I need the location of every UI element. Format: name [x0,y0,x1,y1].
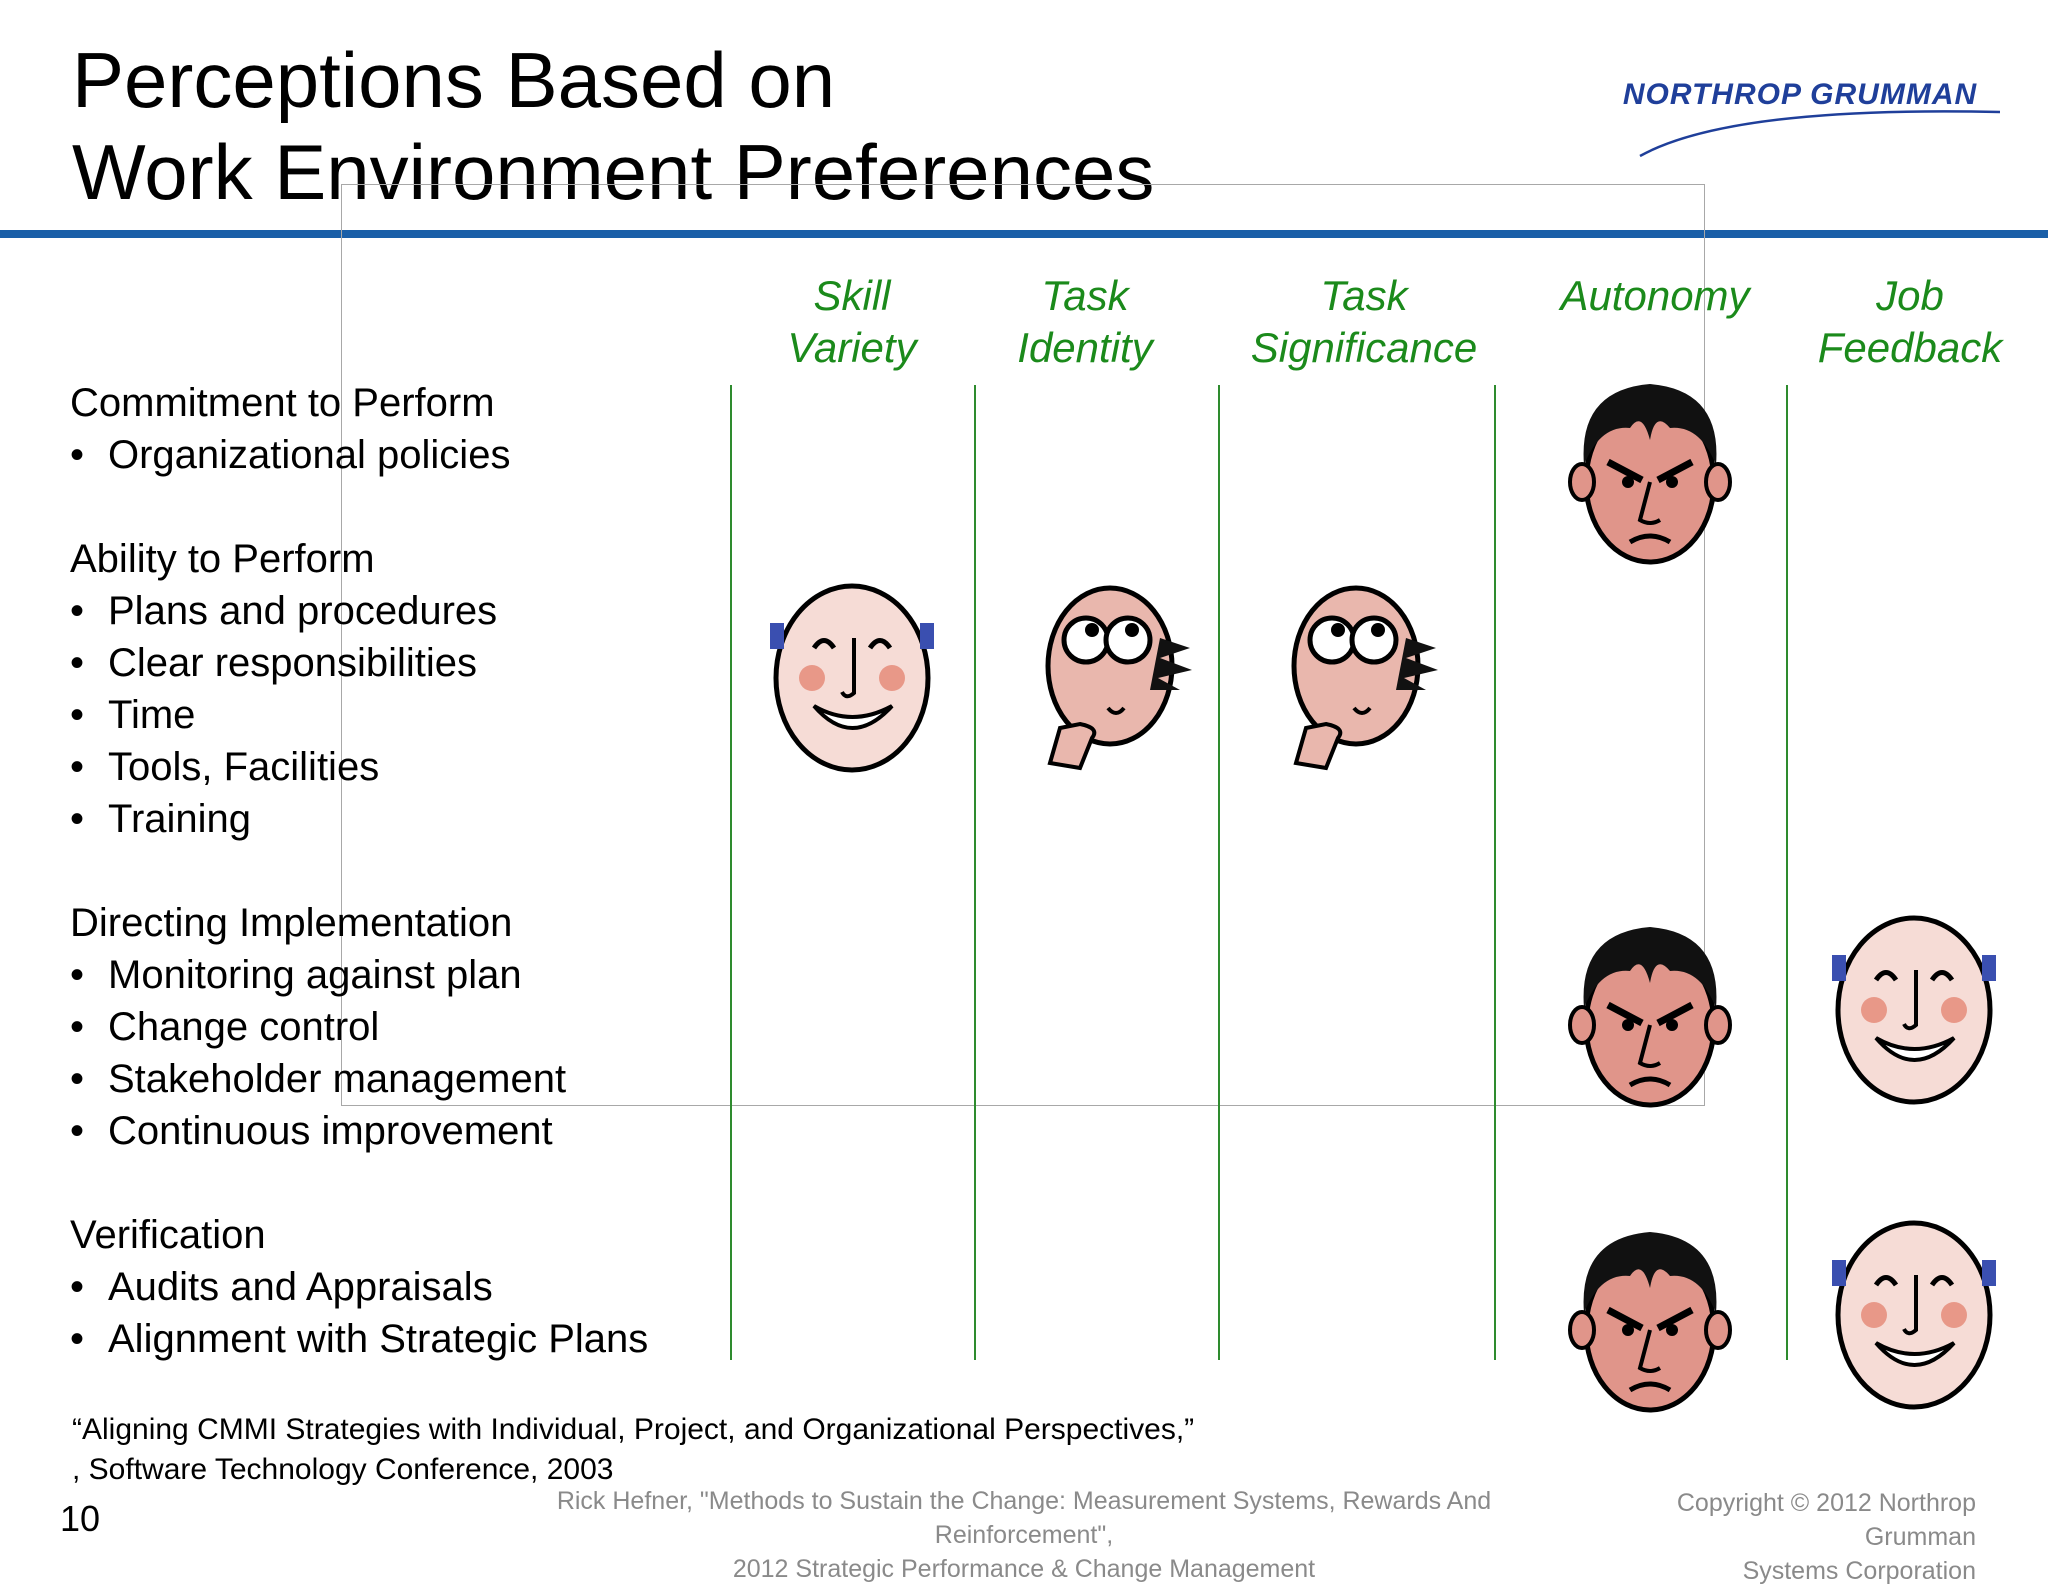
page-title-line-2: Work Environment Preferences [72,128,1155,216]
puzzled-face-icon [1291,585,1438,771]
list-item: Organizational policies [70,429,510,481]
column-header-autonomy: Autonomy [1560,272,1750,319]
angry-face-icon [1568,927,1732,1108]
bullet-list: Plans and procedures Clear responsibilit… [70,585,497,845]
list-item: Continuous improvement [70,1105,566,1157]
page-number: 10 [60,1498,101,1539]
logo-swoosh-icon [1639,110,2000,158]
list-item: Stakeholder management [70,1053,566,1105]
footer-source: Rick Hefner, "Methods to Sustain the Cha… [556,1487,1492,1583]
logo-wordmark: NORTHROP GRUMMAN [1622,78,1978,111]
list-item: Monitoring against plan [70,949,566,1001]
section-heading: Commitment to Perform [70,381,495,425]
section-heading: Verification [70,1213,266,1257]
section-heading: Directing Implementation [70,901,513,945]
bullet-list: Organizational policies [70,429,510,481]
title-divider [0,230,2048,238]
column-divider [1786,385,1788,1360]
citation-line-2: , Software Technology Conference, 2003 [72,1453,614,1486]
citation-line-1: “Aligning CMMI Strategies with Individua… [72,1413,1195,1446]
bullet-list: Audits and Appraisals Alignment with Str… [70,1261,648,1365]
column-header-task-significance: Task Significance [1250,272,1478,371]
happy-face-icon [1832,915,1996,1105]
happy-face-icon [770,583,934,773]
column-header-job-feedback: Job Feedback [1817,272,2003,371]
column-divider [1494,385,1496,1360]
column-divider [1218,385,1220,1360]
list-item: Clear responsibilities [70,637,497,689]
footer-copyright: Copyright © 2012 Northrop Grumman System… [1676,1489,1976,1585]
list-item: Alignment with Strategic Plans [70,1313,648,1365]
section-ability-to-perform: Ability to Perform Plans and procedures … [70,533,497,845]
column-header-skill-variety: Skill Variety [787,272,917,371]
happy-face-icon [1832,1220,1996,1410]
list-item: Plans and procedures [70,585,497,637]
column-divider [730,385,732,1360]
list-item: Change control [70,1001,566,1053]
column-header-task-identity: Task Identity [1017,272,1153,371]
section-heading: Ability to Perform [70,537,375,581]
list-item: Training [70,793,497,845]
angry-face-icon [1568,384,1732,565]
puzzled-face-icon [1045,585,1192,771]
column-divider [974,385,976,1360]
page-title-line-1: Perceptions Based on [72,36,836,124]
angry-face-icon [1568,1232,1732,1413]
section-commitment-to-perform: Commitment to Perform Organizational pol… [70,377,510,481]
citation: “Aligning CMMI Strategies with Individua… [72,1410,1194,1490]
list-item: Time [70,689,497,741]
bullet-list: Monitoring against plan Change control S… [70,949,566,1157]
section-directing-implementation: Directing Implementation Monitoring agai… [70,897,566,1157]
page-title: Perceptions Based on Work Environment Pr… [72,34,1154,218]
list-item: Audits and Appraisals [70,1261,648,1313]
northrop-grumman-logo: NORTHROP GRUMMAN [1600,78,2000,168]
section-verification: Verification Audits and Appraisals Align… [70,1209,648,1365]
list-item: Tools, Facilities [70,741,497,793]
